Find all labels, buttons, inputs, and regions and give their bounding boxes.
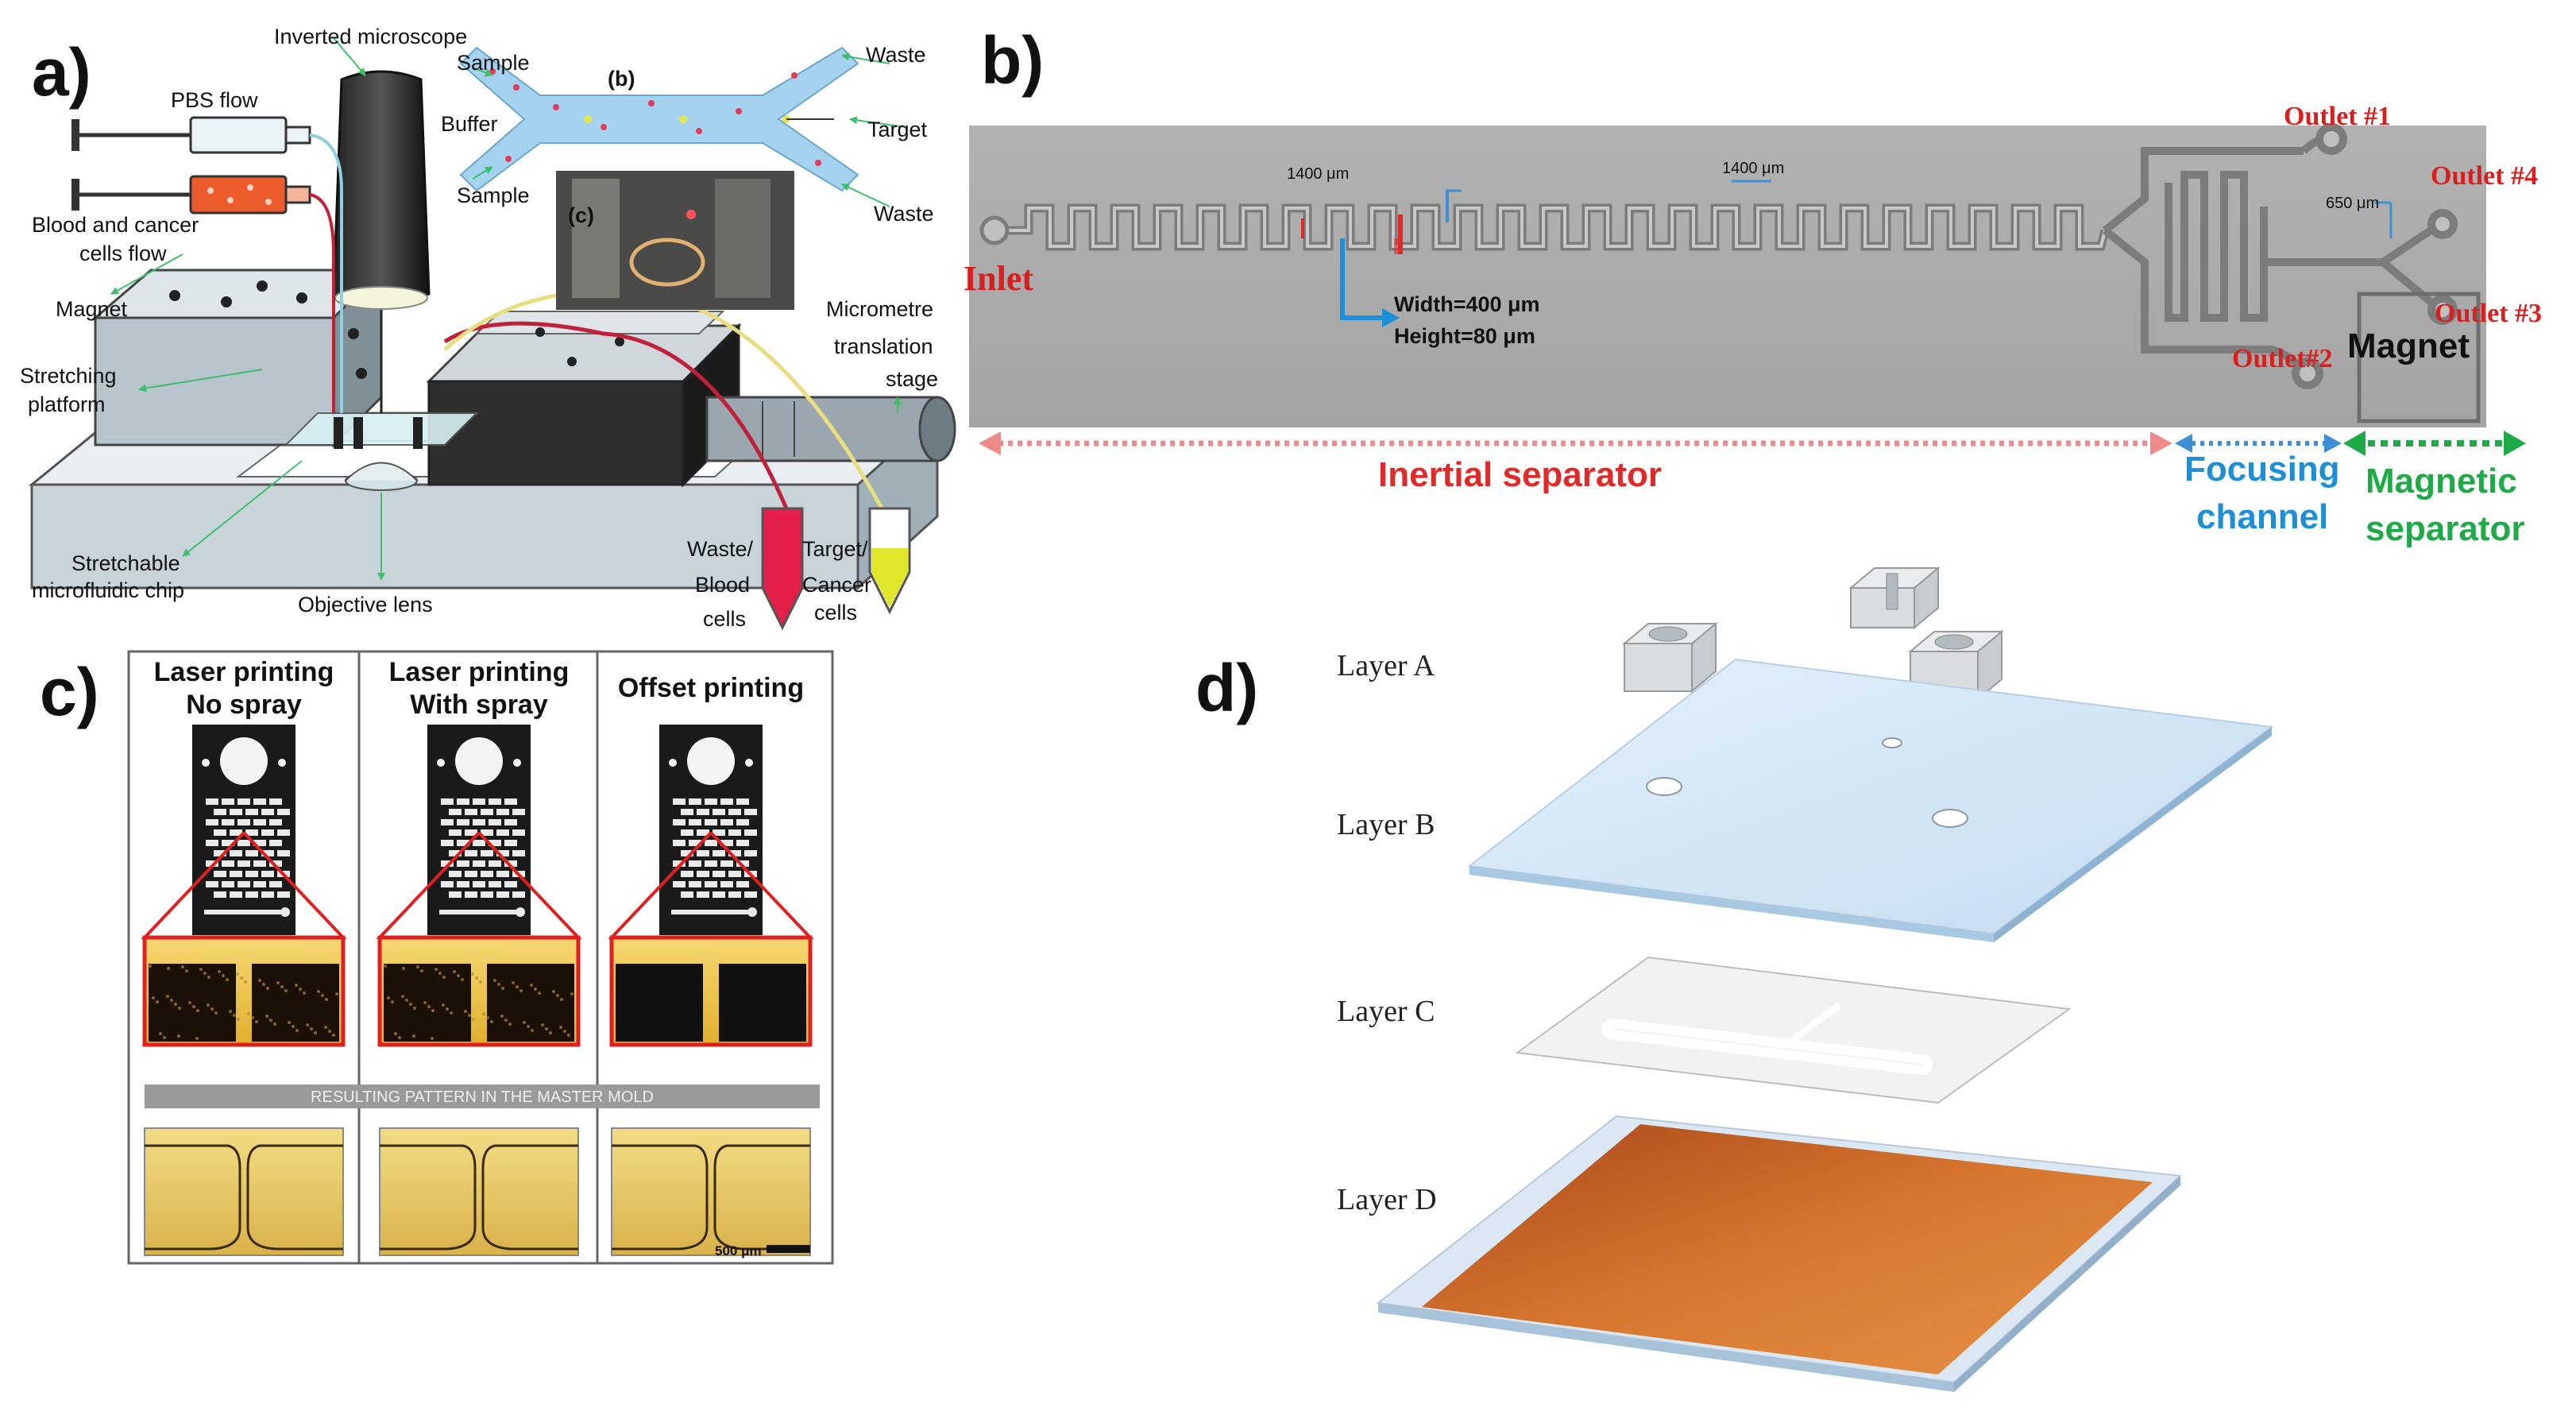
label-magnetic-1: Magnetic: [2366, 462, 2517, 501]
pbs-syringe: [71, 116, 343, 413]
section-arrows: [979, 431, 2526, 456]
label-stretching-1: Stretching: [20, 364, 117, 388]
label-outlet4: Outlet #4: [2431, 161, 2538, 191]
panel-d: d): [1195, 566, 2274, 1392]
label-1400-left: 1400 μm: [1287, 165, 1349, 183]
label-inlet: Inlet: [964, 259, 1033, 298]
target-tube: [868, 507, 911, 615]
stretching-platform-block: [91, 267, 384, 448]
panel-a: a): [20, 25, 956, 631]
connector-block-middle: [1848, 566, 1941, 630]
label-sample-bottom: Sample: [457, 184, 530, 207]
panel-b: b): [964, 23, 2542, 548]
label-layer-a: Layer A: [1337, 649, 1435, 682]
callout-arrow: [1340, 238, 1382, 320]
panel-a-labels: Inverted microscope PBS flow Blood and c…: [20, 25, 938, 631]
label-waste-bottom: Waste: [874, 202, 934, 226]
label-stretching-2: platform: [28, 392, 106, 416]
serpentine-channel: [979, 203, 2110, 251]
layer-d-substrate: [1376, 1115, 2183, 1392]
column-3: [608, 725, 814, 1256]
label-waste-tube-3: cells: [703, 607, 746, 631]
column-headings: Laser printing No spray Laser printing W…: [154, 657, 804, 720]
label-blood-flow-1: Blood and cancer: [32, 213, 199, 237]
focusing-channel-structure: [2102, 123, 2458, 389]
scale-bar-label: 500 μm: [715, 1243, 762, 1258]
label-650: 650 μm: [2326, 195, 2379, 212]
label-outlet1: Outlet #1: [2284, 102, 2391, 131]
label-inertial: Inertial separator: [1378, 455, 1662, 494]
label-layer-c: Layer C: [1337, 995, 1435, 1028]
label-1400-right: 1400 μm: [1722, 160, 1784, 177]
label-waste-tube-1: Waste/: [687, 537, 754, 561]
col2-line2: With spray: [410, 690, 548, 720]
result-band: [145, 1084, 820, 1108]
layer-labels: Layer A Layer B Layer C Layer D: [1337, 649, 1437, 1216]
layer-c-film: [1515, 956, 2072, 1104]
objective-lens: [345, 462, 418, 491]
label-layer-b: Layer B: [1337, 808, 1435, 841]
label-sample-top: Sample: [457, 51, 530, 75]
label-magnetic-2: separator: [2366, 509, 2525, 548]
label-layer-d: Layer D: [1337, 1183, 1437, 1216]
label-chip-1: Stretchable: [71, 551, 180, 575]
label-waste-top: Waste: [866, 43, 926, 67]
label-height: Height=80 μm: [1394, 324, 1535, 348]
label-inverted-microscope: Inverted microscope: [274, 25, 467, 48]
panel-c: c) Laser printing No spray Laser printin…: [40, 650, 834, 1265]
column-1: [141, 725, 347, 1256]
inverted-microscope: [332, 70, 431, 413]
label-target-tube-2: Cancer: [802, 573, 871, 597]
col3-line1: Offset printing: [618, 673, 804, 703]
section-labels: Inertial separator Focusing channel Magn…: [1378, 450, 2525, 548]
col1-line2: No spray: [186, 690, 302, 720]
label-target-tube-3: cells: [814, 601, 857, 624]
leader-lines: [110, 37, 906, 581]
label-micrometre-3: stage: [886, 367, 938, 391]
waste-tubing: [443, 321, 789, 509]
microfluidic-chip: [284, 412, 479, 449]
label-width: Width=400 μm: [1394, 292, 1540, 316]
panel-a-letter: a): [32, 35, 91, 110]
panel-c-columns: [141, 725, 814, 1256]
panel-b-labels: 1400 μm 1400 μm 650 μm Width=400 μm Heig…: [964, 102, 2542, 373]
waste-tube: [761, 507, 804, 631]
marker-red-1b: [1394, 238, 1399, 254]
label-objective: Objective lens: [298, 593, 433, 617]
label-chip-2: microfluidic chip: [32, 578, 184, 602]
label-micrometre-1: Micrometre: [826, 297, 933, 321]
label-focusing-1: Focusing: [2184, 450, 2340, 489]
col2-line1: Laser printing: [389, 657, 570, 687]
panel-d-letter: d): [1195, 651, 1258, 725]
marker-blue-1: [1446, 191, 1449, 222]
result-band-text: RESULTING PATTERN IN THE MASTER MOLD: [311, 1088, 654, 1106]
panel-b-letter: b): [981, 23, 1044, 98]
label-outlet3: Outlet #3: [2435, 299, 2542, 328]
label-buffer: Buffer: [441, 112, 498, 136]
scale-bar: [767, 1245, 810, 1253]
label-focusing-2: channel: [2196, 497, 2328, 536]
label-outlet2: Outlet#2: [2232, 344, 2333, 373]
label-target: Target: [867, 118, 928, 141]
label-magnet: Magnet: [56, 297, 128, 321]
label-waste-tube-2: Blood: [695, 573, 750, 597]
blood-syringe: [71, 175, 335, 413]
col1-line1: Laser printing: [154, 657, 334, 687]
panel-c-letter: c): [40, 655, 99, 729]
inset-photo: [556, 171, 794, 310]
right-block: [426, 311, 742, 488]
column-2: [376, 725, 582, 1256]
layer-b-glass: [1467, 658, 2274, 942]
label-inset-c: (c): [568, 203, 594, 227]
marker-red-1: [1398, 215, 1403, 254]
label-pbs-flow: PBS flow: [171, 88, 258, 112]
label-blood-flow-2: cells flow: [79, 242, 167, 265]
label-target-tube-1: Target/: [802, 537, 868, 561]
label-inset-b: (b): [608, 67, 635, 91]
connector-block-left: [1622, 621, 1718, 694]
magnet-square: [2357, 292, 2481, 423]
label-magnet-b: Magnet: [2347, 327, 2470, 365]
label-micrometre-2: translation: [834, 334, 933, 358]
